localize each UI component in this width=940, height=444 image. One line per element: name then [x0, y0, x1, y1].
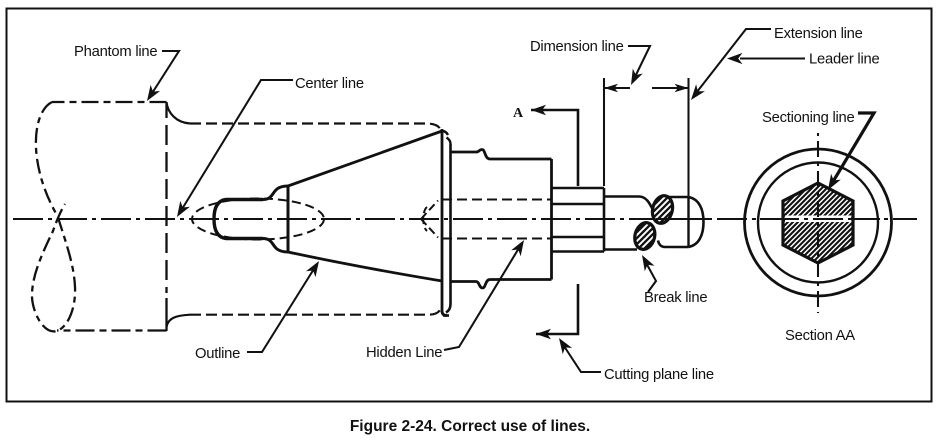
svg-text:Section AA: Section AA	[785, 328, 855, 344]
svg-text:Center line: Center line	[295, 76, 364, 92]
svg-text:Cutting plane line: Cutting plane line	[604, 367, 714, 383]
svg-text:Phantom line: Phantom line	[74, 44, 157, 60]
svg-text:Figure 2-24. Correct use of li: Figure 2-24. Correct use of lines.	[350, 418, 590, 435]
svg-text:A: A	[513, 106, 524, 121]
svg-text:Sectioning line: Sectioning line	[762, 110, 855, 126]
svg-text:Extension line: Extension line	[774, 26, 863, 42]
svg-text:Outline: Outline	[195, 346, 240, 362]
svg-text:Leader line: Leader line	[809, 52, 879, 68]
svg-text:Break line: Break line	[644, 290, 707, 306]
svg-text:Dimension line: Dimension line	[530, 39, 624, 55]
svg-text:Hidden Line: Hidden Line	[366, 345, 442, 361]
